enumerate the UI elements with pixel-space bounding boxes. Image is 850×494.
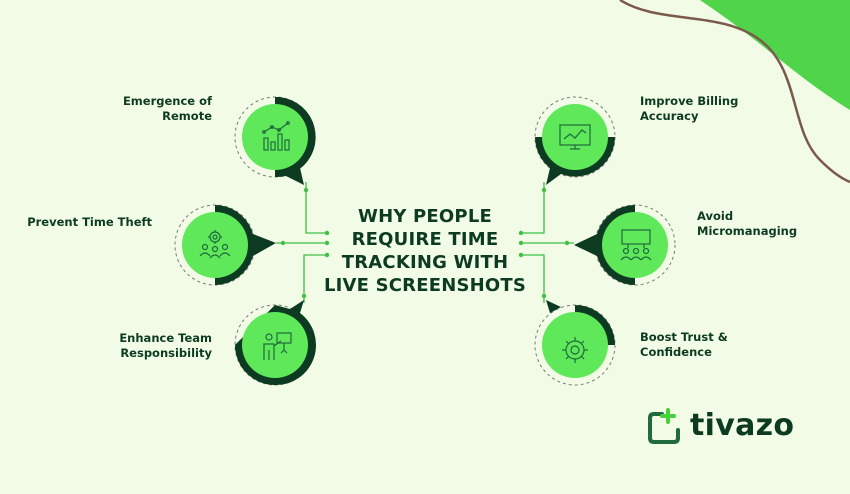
node-improve-billing-accuracy xyxy=(534,96,616,185)
chart-icon xyxy=(262,121,290,151)
brand-logo: tivazo xyxy=(648,408,794,443)
node-avoid-micromanaging xyxy=(574,204,676,286)
title-line-1: WHY PEOPLE xyxy=(358,206,492,227)
team-gear-icon xyxy=(199,230,231,259)
connector-dots-left xyxy=(280,187,330,299)
title-line-2: REQUIRE TIME xyxy=(351,229,499,250)
label-boost-trust-confidence: Boost Trust &Confidence xyxy=(640,330,728,359)
connector-dots-right xyxy=(518,187,570,299)
team-board-icon xyxy=(620,229,652,261)
brand-name: tivazo xyxy=(690,408,795,443)
presenter-icon xyxy=(263,332,292,360)
node-boost-trust-confidence xyxy=(534,300,616,386)
corner-curve-line xyxy=(619,0,850,184)
gear-icon xyxy=(562,337,588,363)
title-line-4: LIVE SCREENSHOTS xyxy=(323,275,527,296)
monitor-chart-icon xyxy=(559,124,591,150)
title-line-3: TRACKING WITH xyxy=(341,252,509,273)
node-prevent-time-theft xyxy=(174,204,276,286)
node-enhance-team-responsibility xyxy=(234,300,317,386)
node-emergence-of-remote xyxy=(234,96,316,185)
label-prevent-time-theft: Prevent Time Theft xyxy=(27,215,152,229)
tivazo-logo-icon xyxy=(648,408,680,444)
diagram-title: WHY PEOPLE REQUIRE TIME TRACKING WITH LI… xyxy=(320,205,530,297)
